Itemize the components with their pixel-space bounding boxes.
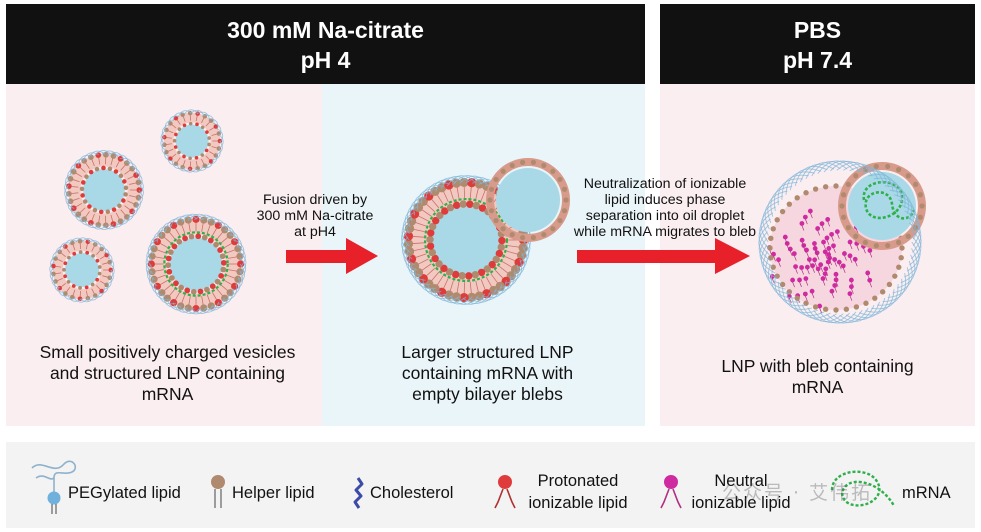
lnp-bleb-peg-corona	[758, 160, 922, 324]
small-vesicle-2	[162, 110, 223, 172]
legend-helper-label: Helper lipid	[232, 484, 315, 502]
helper-lipid-icon	[211, 475, 225, 508]
cholesterol-icon	[353, 477, 364, 509]
legend-neutral-label: Neutral ionizable lipid	[691, 472, 791, 512]
watermark: 公众号 · 艾伟拓	[722, 482, 873, 504]
protonated-lipid-icon	[494, 475, 516, 509]
mrna-icon	[830, 470, 896, 507]
small-vesicle-3-peg-corona	[49, 237, 115, 303]
header-right-line1: PBS	[793, 17, 842, 43]
bleb-mrna	[862, 180, 916, 220]
legend-box: PEGylated lipid Helper lipid Cholesterol…	[6, 442, 975, 528]
particles-layer	[49, 109, 926, 324]
empty-bleb	[486, 158, 570, 242]
header-left-line2: pH 4	[300, 47, 351, 73]
legend-peg-label: PEGylated lipid	[68, 484, 181, 502]
arrow-neutralization-shaft	[577, 250, 717, 263]
peg-lipid-icon	[31, 460, 77, 514]
caption-larger-lnp: Larger structured LNP containing mRNA wi…	[401, 342, 574, 404]
arrow-fusion	[286, 238, 378, 274]
arrow-neutralization-head	[715, 238, 750, 274]
caption-small-vesicles: Small positively charged vesicles and st…	[39, 342, 296, 404]
structured-lnp-1-peg-corona	[145, 213, 247, 315]
arrow-fusion-shaft	[286, 250, 348, 263]
legend-protonated-label: Protonated ionizable lipid	[528, 472, 628, 512]
small-vesicle-1	[66, 151, 143, 229]
small-vesicle-1-peg-corona	[64, 150, 144, 230]
arrow-neutralization	[577, 238, 750, 274]
larger-lnp	[403, 177, 529, 303]
arrow-fusion-label: Fusion driven by 300 mM Na-citrate at pH…	[256, 192, 374, 240]
arrow-neutralization-label: Neutralization of ionizable lipid induce…	[573, 176, 757, 240]
header-left-line1: 300 mM Na-citrate	[227, 17, 424, 43]
arrow-fusion-head	[346, 238, 378, 274]
legend-mrna-label: mRNA	[902, 484, 951, 502]
header-right-line2: pH 7.4	[782, 47, 853, 73]
header-right: PBS pH 7.4	[660, 4, 975, 84]
neutral-lipid-icon	[660, 475, 682, 509]
small-vesicle-3	[51, 238, 114, 302]
small-vesicle-2-peg-corona	[160, 109, 224, 173]
caption-lnp-bleb: LNP with bleb containing mRNA	[721, 356, 914, 397]
legend-cholesterol-label: Cholesterol	[370, 484, 454, 502]
header-left: 300 mM Na-citrate pH 4	[6, 4, 645, 84]
structured-lnp-1	[147, 215, 245, 313]
